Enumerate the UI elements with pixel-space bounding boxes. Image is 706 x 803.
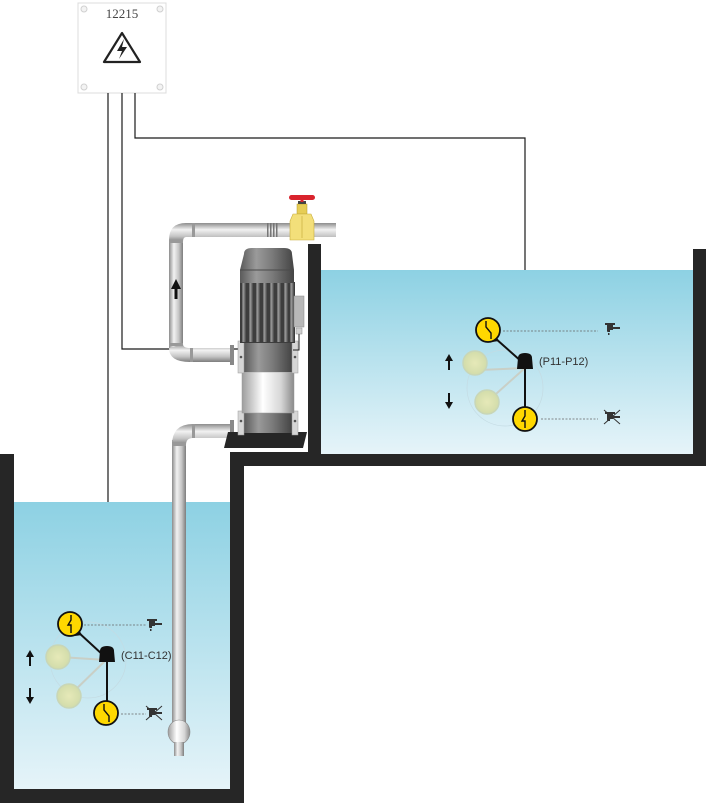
upper-tank-water xyxy=(321,270,693,454)
ghost-float xyxy=(56,683,82,709)
upper-tank-right-wall xyxy=(693,249,706,466)
arrow-down-icon xyxy=(26,688,34,704)
stepped-wall xyxy=(230,452,321,803)
valve-handwheel[interactable] xyxy=(289,195,315,200)
upper-sensor-label: (P11-P12) xyxy=(539,356,588,368)
vertical-pump xyxy=(224,248,307,448)
tap-open-icon xyxy=(605,323,620,335)
terminal-box xyxy=(293,295,305,328)
suction-elbow xyxy=(172,424,232,445)
pipe-joint xyxy=(190,348,193,362)
pump-upper-casing xyxy=(244,343,292,372)
panel-screw xyxy=(156,83,164,91)
pipe-joint xyxy=(169,240,183,243)
float-counterweight xyxy=(99,646,115,662)
pump-bracket xyxy=(237,410,245,436)
lower-tank xyxy=(0,454,244,803)
pipe-joint xyxy=(172,443,186,446)
upper-tank xyxy=(308,244,706,466)
tap-closed-icon xyxy=(603,409,621,425)
lower-float-switch: (C11-C12) xyxy=(26,611,172,726)
upper-float-switch: (P11-P12) xyxy=(445,317,621,432)
lower-tank-floor xyxy=(0,789,244,803)
high-voltage-warning-icon xyxy=(102,31,142,64)
pump-lower-casing xyxy=(244,413,292,433)
ghost-float xyxy=(462,350,488,376)
panel-code: 12215 xyxy=(106,6,139,21)
motor-fins xyxy=(242,283,294,342)
panel-screw xyxy=(156,5,164,13)
panel-screw xyxy=(80,5,88,13)
float-swing-arc xyxy=(466,349,544,427)
lower-tank-left-wall xyxy=(0,454,14,803)
float-switch-low[interactable] xyxy=(512,406,538,432)
bolt xyxy=(293,419,297,423)
ghost-float xyxy=(45,644,71,670)
arrow-up-icon xyxy=(171,279,181,299)
tap-open-icon xyxy=(147,619,162,631)
switch-closed-icon xyxy=(520,410,526,428)
wire-to-upper-sensor xyxy=(134,93,526,353)
arrow-up-icon xyxy=(26,650,34,666)
suction-flange xyxy=(230,420,234,442)
lower-tank-water xyxy=(14,502,230,790)
panel-screw xyxy=(80,83,88,91)
tap-closed-icon xyxy=(145,705,163,721)
pump-sleeve xyxy=(241,371,295,414)
switch-open-icon xyxy=(103,704,110,722)
ghost-float xyxy=(474,389,500,415)
piping xyxy=(167,223,336,756)
switch-open-icon xyxy=(485,321,492,339)
bolt xyxy=(239,419,243,423)
upper-tank-left-wall xyxy=(308,244,321,466)
pipe-joint xyxy=(192,424,195,438)
float-cable xyxy=(494,337,523,363)
pump-bracket xyxy=(291,410,299,436)
arrow-down-icon xyxy=(445,393,453,409)
suction-pipe xyxy=(172,440,186,730)
motor-cable xyxy=(293,334,300,351)
arrow-up-icon xyxy=(445,354,453,370)
float-switch-high[interactable] xyxy=(57,611,83,637)
upper-tank-floor xyxy=(308,454,706,466)
pipe-joint xyxy=(192,223,195,237)
pipe-joint xyxy=(169,343,183,346)
pipe-thread xyxy=(267,223,278,237)
pump-base xyxy=(224,432,307,448)
bolt xyxy=(239,355,243,359)
discharge-lower-elbow xyxy=(169,344,232,362)
lower-sensor-label: (C11-C12) xyxy=(121,650,172,662)
float-counterweight xyxy=(517,353,533,369)
discharge-flange xyxy=(230,345,234,365)
motor-fan-cover xyxy=(240,248,294,283)
foot-valve-strainer xyxy=(174,742,184,756)
float-switch-high[interactable] xyxy=(475,317,501,343)
switch-closed-icon xyxy=(66,615,72,633)
foot-valve xyxy=(167,719,191,745)
bolt xyxy=(293,355,297,359)
float-cable xyxy=(77,631,104,656)
control-panel: 12215 xyxy=(77,2,167,94)
cable-gland xyxy=(295,327,303,335)
float-switch-low[interactable] xyxy=(93,700,119,726)
gate-valve-icon xyxy=(289,195,315,241)
